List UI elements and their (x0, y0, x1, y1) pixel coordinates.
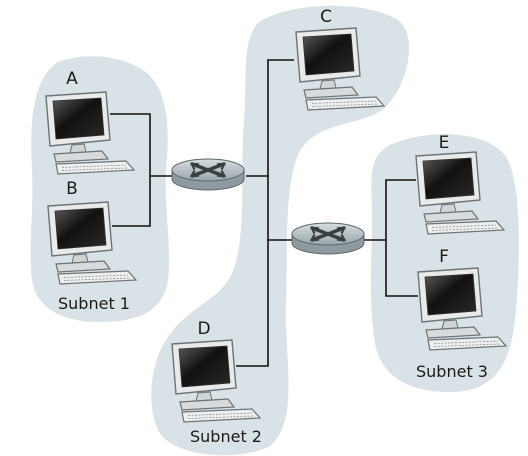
subnet-3-region (371, 134, 519, 392)
router-1-icon (170, 157, 246, 192)
router-2-icon (290, 221, 366, 256)
host-b-label: B (66, 179, 78, 199)
subnet-3-label: Subnet 3 (416, 362, 488, 381)
host-f-label: F (439, 247, 449, 267)
subnet-2-label: Subnet 2 (190, 427, 262, 446)
host-e-label: E (439, 133, 450, 153)
host-a-label: A (66, 69, 78, 89)
host-d-label: D (197, 319, 210, 339)
subnet-1-label: Subnet 1 (58, 294, 130, 313)
host-c-label: C (320, 7, 332, 27)
links (110, 59, 418, 367)
